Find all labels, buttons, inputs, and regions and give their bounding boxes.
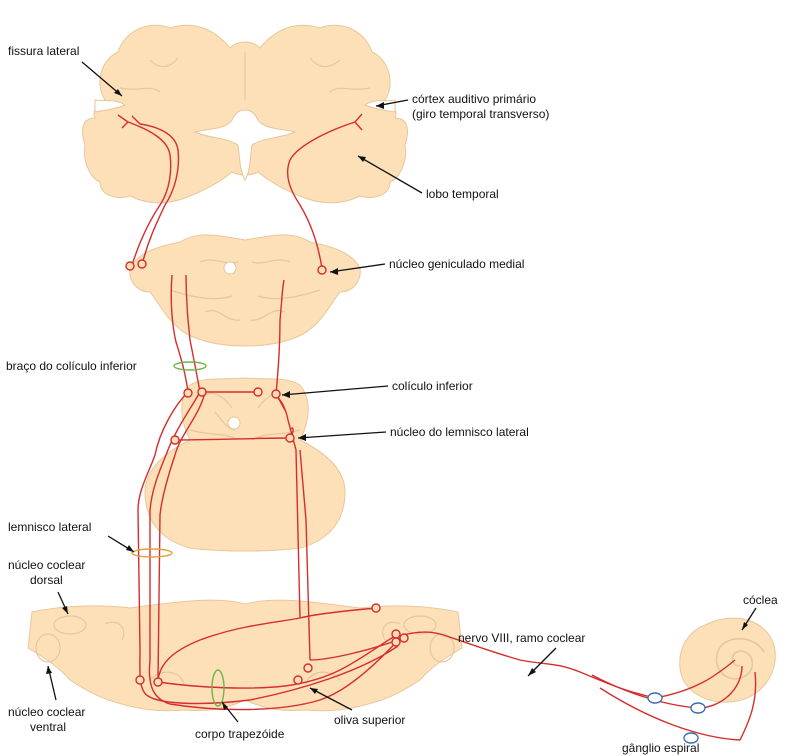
label-coclear-dorsal-1: núcleo coclear <box>8 558 85 572</box>
label-fissura-lateral: fissura lateral <box>8 44 79 58</box>
label-lemnisco-lateral: lemnisco lateral <box>8 520 91 534</box>
ganglion-cell <box>648 693 662 703</box>
thalamus-section <box>130 235 361 346</box>
label-braco-coliculo: braço do colículo inferior <box>6 359 137 373</box>
cochlea <box>680 618 776 702</box>
label-oliva-superior: oliva superior <box>334 713 405 727</box>
label-ganglio-espiral: gânglio espiral <box>622 741 699 755</box>
label-coclea: cóclea <box>743 593 778 607</box>
brachium-ring <box>174 362 206 370</box>
midbrain-section <box>145 378 345 551</box>
label-corpo-trapezoide: corpo trapezóide <box>195 727 285 741</box>
label-cortex-auditivo: córtex auditivo primário <box>412 92 536 106</box>
label-lobo-temporal: lobo temporal <box>426 187 499 201</box>
label-coclear-dorsal-2: dorsal <box>30 573 63 587</box>
label-coclear-ventral-2: ventral <box>30 720 66 734</box>
label-coliculo-inferior: colículo inferior <box>392 379 473 393</box>
label-coclear-ventral-1: núcleo coclear <box>8 705 85 719</box>
medulla-section <box>28 600 462 711</box>
label-giro-temporal: (giro temporal transverso) <box>412 107 549 121</box>
cerebrum-section <box>82 25 407 203</box>
label-nucleo-lemnisco: núcleo do lemnisco lateral <box>390 425 529 439</box>
label-nervo-viii: nervo VIII, ramo coclear <box>458 631 585 645</box>
label-geniculado-medial: núcleo geniculado medial <box>389 257 524 271</box>
ganglion-cell <box>691 703 705 713</box>
